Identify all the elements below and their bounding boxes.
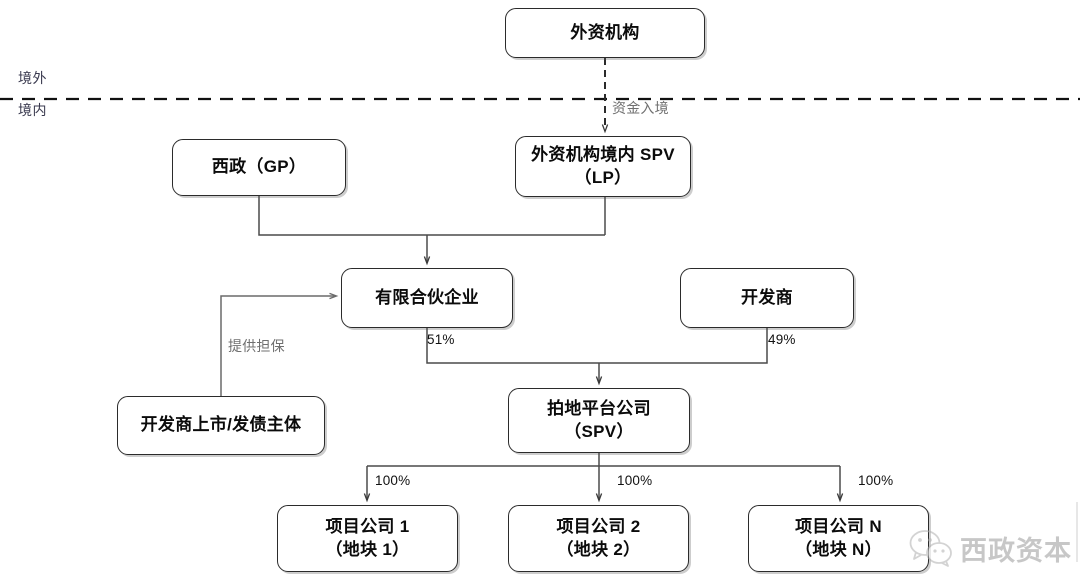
wire-51-percent bbox=[426, 328, 599, 364]
edge-label-share-51: 51% bbox=[427, 332, 455, 347]
onshore-label: 境内 bbox=[18, 102, 47, 118]
watermark-divider bbox=[1076, 502, 1078, 562]
node-label: 项目公司 2 （地块 2） bbox=[556, 516, 641, 559]
node-developer[interactable]: 开发商 bbox=[680, 268, 854, 328]
edge-label-provide-guarantee: 提供担保 bbox=[228, 338, 285, 354]
node-label: 开发商上市/发债主体 bbox=[140, 415, 302, 435]
node-label: 项目公司 1 （地块 1） bbox=[325, 516, 410, 559]
wire-49-percent bbox=[599, 328, 768, 364]
node-developer-listed-issuer[interactable]: 开发商上市/发债主体 bbox=[117, 396, 325, 455]
offshore-label: 境外 bbox=[18, 70, 47, 86]
wire-guarantee bbox=[220, 292, 339, 396]
node-land-bidding-platform[interactable]: 拍地平台公司 （SPV） bbox=[508, 388, 690, 453]
node-project-company-1[interactable]: 项目公司 1 （地块 1） bbox=[277, 505, 458, 572]
edge-label-share-100-project-2: 100% bbox=[617, 473, 653, 488]
node-project-company-n[interactable]: 项目公司 N （地块 N） bbox=[748, 505, 929, 572]
node-foreign-institution[interactable]: 外资机构 bbox=[505, 8, 705, 58]
node-label: 有限合伙企业 bbox=[375, 287, 479, 307]
node-foreign-spv-lp[interactable]: 外资机构境内 SPV （LP） bbox=[515, 136, 691, 197]
node-label: 开发商 bbox=[741, 287, 793, 307]
node-limited-partnership[interactable]: 有限合伙企业 bbox=[341, 268, 513, 328]
edge-label-share-100-project-1: 100% bbox=[375, 473, 411, 488]
node-label: 外资机构境内 SPV （LP） bbox=[531, 144, 675, 187]
node-label: 外资机构 bbox=[570, 22, 640, 42]
node-label: 拍地平台公司 （SPV） bbox=[547, 398, 651, 441]
edge-label-share-100-project-n: 100% bbox=[858, 473, 894, 488]
edge-label-capital-inflow: 资金入境 bbox=[612, 100, 669, 116]
wire-gp-to-lp-bus bbox=[258, 196, 605, 236]
edge-label-share-49: 49% bbox=[768, 332, 796, 347]
node-xizheng-gp[interactable]: 西政（GP） bbox=[172, 139, 346, 196]
node-label: 西政（GP） bbox=[211, 157, 307, 177]
node-project-company-2[interactable]: 项目公司 2 （地块 2） bbox=[508, 505, 689, 572]
node-label: 项目公司 N （地块 N） bbox=[795, 516, 882, 559]
